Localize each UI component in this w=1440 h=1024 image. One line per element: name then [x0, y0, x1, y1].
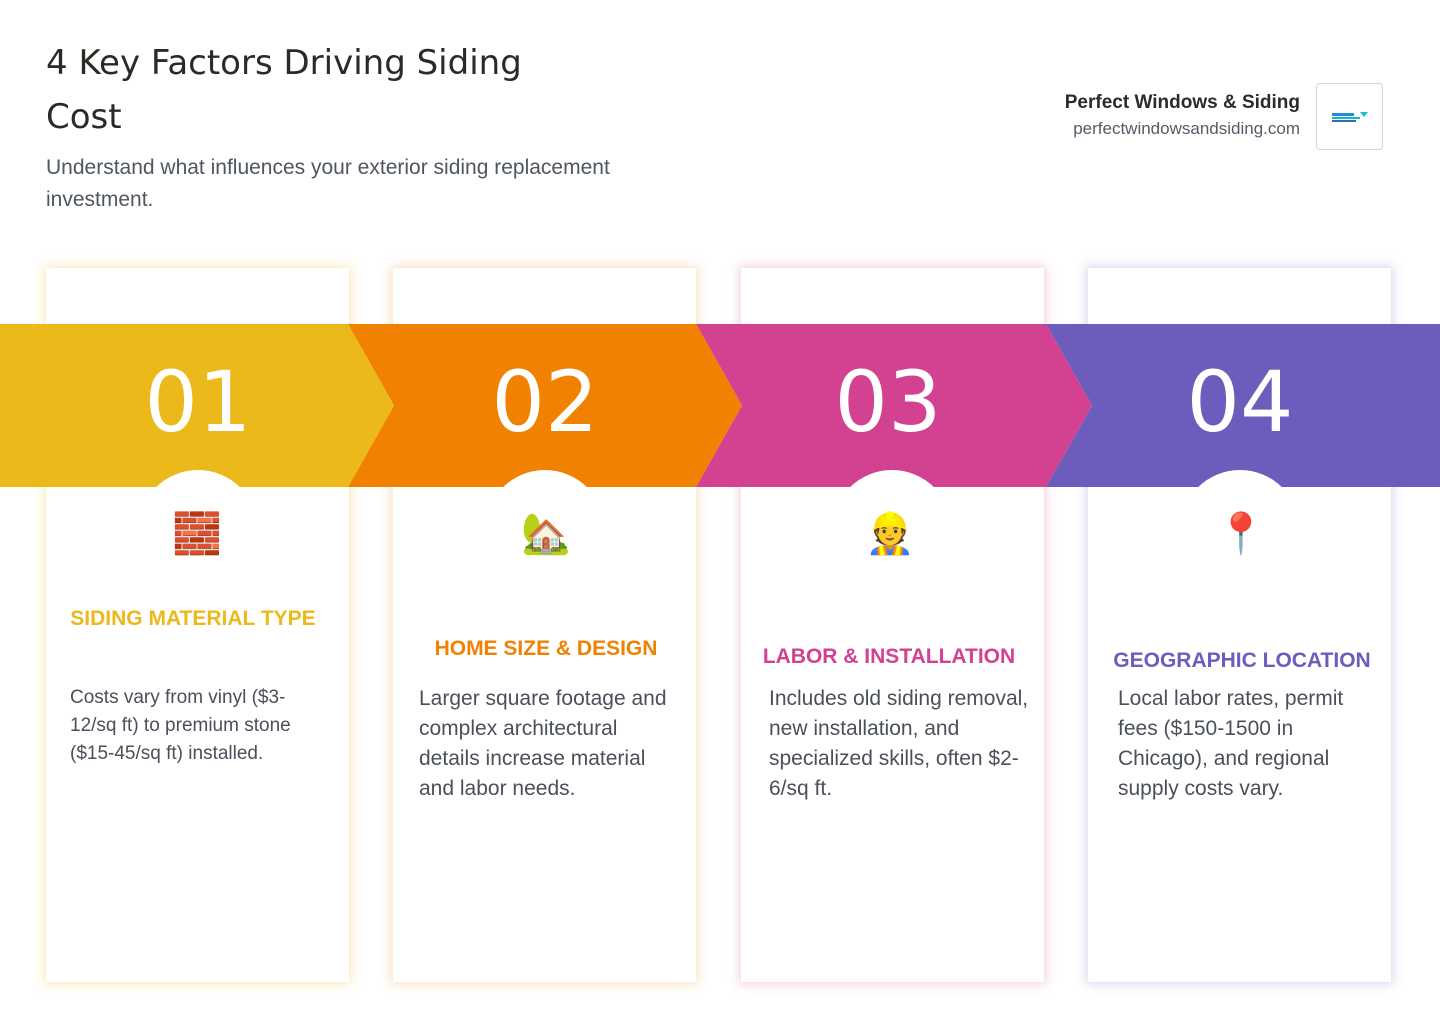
brand-block: Perfect Windows & Siding perfectwindowsa… [1065, 90, 1300, 142]
construction-worker-icon: 👷 [865, 512, 915, 556]
factor-title-2: Home Size & Design [434, 637, 658, 660]
step-arrow-3 [696, 324, 1092, 487]
brand-logo [1316, 83, 1383, 150]
step-number-4: 04 [1186, 353, 1294, 451]
step-number-1: 01 [144, 353, 252, 451]
step-arrow-4 [1046, 324, 1440, 487]
logo-mark-icon [1331, 111, 1368, 122]
page-title: 4 Key Factors Driving Siding Cost [46, 43, 522, 137]
factor-title-3: Labor & Installation [762, 645, 1016, 668]
step-number-3: 03 [834, 353, 942, 451]
brick-icon: 🧱 [172, 512, 222, 556]
brand-url[interactable]: perfectwindowsandsiding.com [1073, 119, 1300, 138]
factor-title-4: Geographic Location [1113, 649, 1371, 672]
step-arrow-band [0, 324, 1440, 487]
factor-description-4: Local labor rates, permit fees ($150-150… [1118, 687, 1344, 800]
step-number-2: 02 [491, 353, 599, 451]
factor-description-1: Costs vary from vinyl ($3-12/sq ft) to p… [70, 687, 291, 764]
map-pin-icon: 📍 [1216, 512, 1266, 556]
step-arrow-1 [0, 324, 394, 487]
factor-description-3: Includes old siding removal, new install… [769, 687, 1029, 800]
page-subtitle: Understand what influences your exterior… [46, 156, 610, 211]
brand-name: Perfect Windows & Siding [1064, 92, 1300, 113]
step-arrow-2 [348, 324, 742, 487]
house-with-garden-icon: 🏡 [521, 512, 571, 556]
factor-title-1: Siding Material Type [70, 607, 316, 630]
factor-description-2: Larger square footage and complex archit… [419, 687, 667, 800]
